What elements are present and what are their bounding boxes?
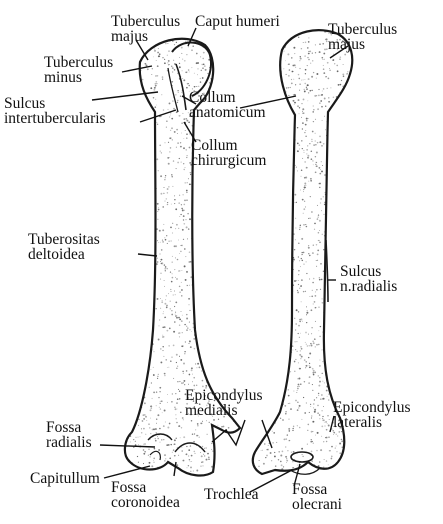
label-tuberculus-majus-left: Tuberculus majus (111, 14, 180, 44)
label-caput-humeri: Caput humeri (195, 14, 280, 29)
label-sulcus-intertubercularis: Sulcus intertubercularis (4, 96, 106, 126)
label-epicondylus-lateralis: Epicondylus lateralis (333, 400, 411, 430)
label-collum-anatomicum: Collum anatomicum (189, 90, 266, 120)
label-tuberculus-majus-right: Tuberculus majus (328, 22, 397, 52)
label-capitullum: Capitullum (30, 471, 100, 486)
label-trochlea: Trochlea (204, 487, 259, 502)
label-fossa-coronoidea: Fossa coronoidea (111, 480, 180, 510)
label-epicondylus-medialis: Epicondylus medialis (185, 388, 263, 418)
label-tuberculus-minus: Tuberculus minus (44, 55, 113, 85)
label-sulcus-n-radialis: Sulcus n.radialis (340, 264, 397, 294)
label-fossa-olecrani: Fossa olecrani (292, 482, 342, 512)
label-fossa-radialis: Fossa radialis (46, 420, 92, 450)
label-tuberositas-deltoidea: Tuberositas deltoidea (28, 232, 100, 262)
label-collum-chirurgicum: Collum chirurgicum (191, 138, 266, 168)
